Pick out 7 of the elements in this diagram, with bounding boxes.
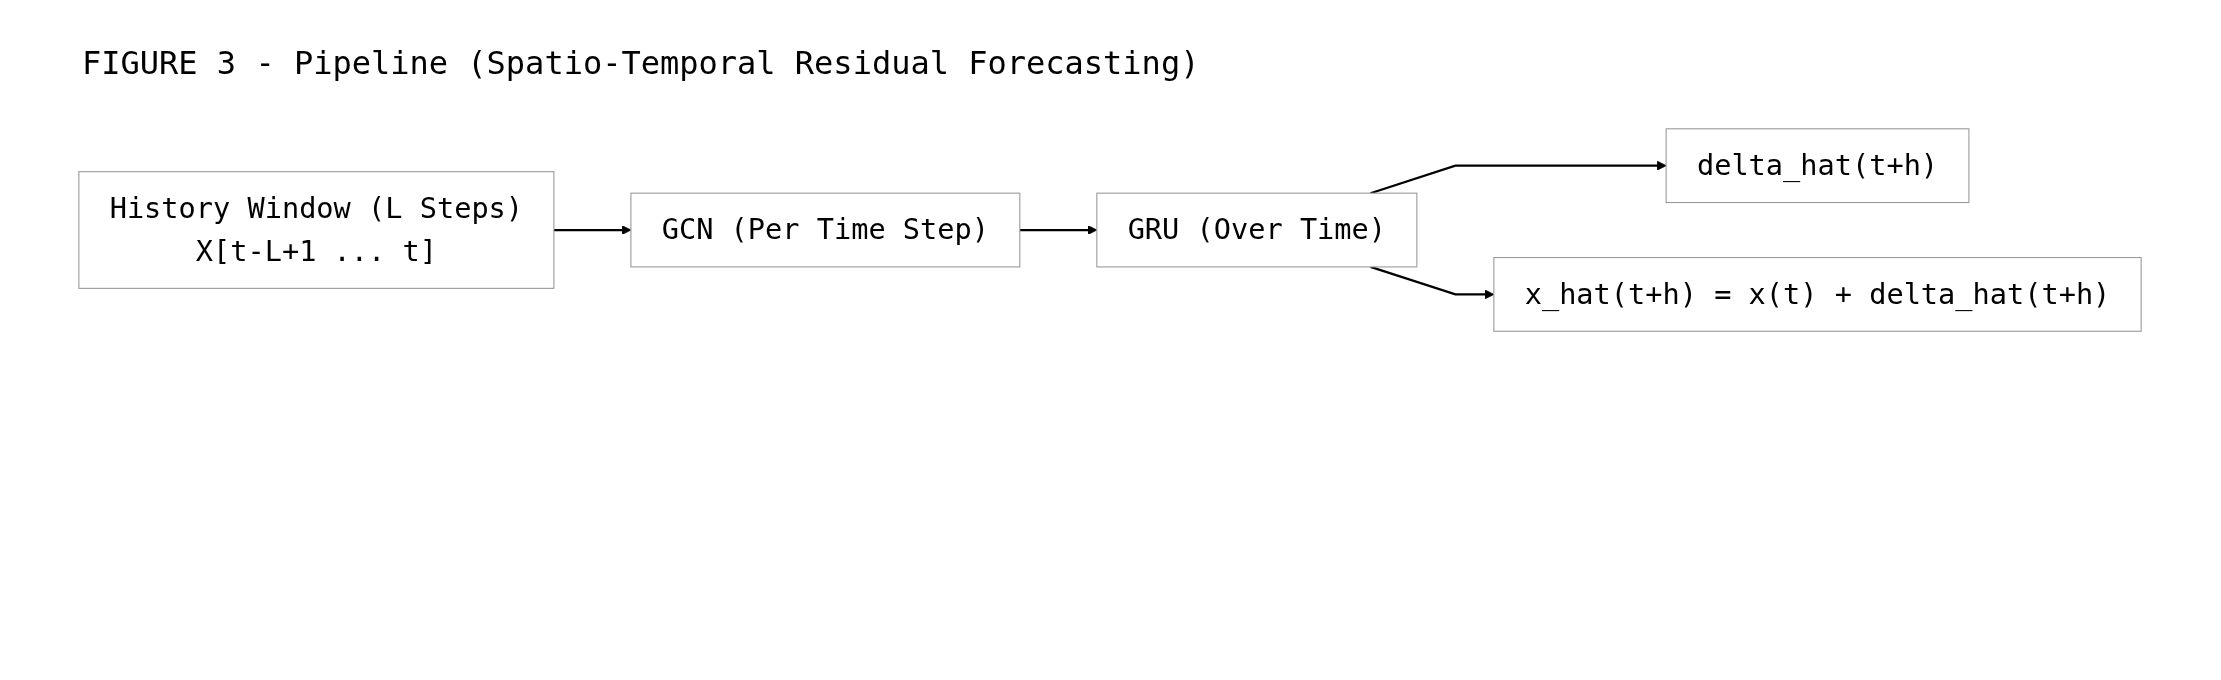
process-box: delta_hat(t+h): [1665, 128, 1970, 204]
figure-title: FIGURE 3 - Pipeline (Spatio-Temporal Residual Forecasting): [82, 44, 1200, 82]
process-box: History Window (L Steps) X[t-L+1 ... t]: [78, 171, 555, 289]
process-box: GRU (Over Time): [1096, 192, 1418, 268]
process-box: GCN (Per Time Step): [630, 192, 1021, 268]
arrow: [1370, 160, 1667, 195]
process-box: x_hat(t+h) = x(t) + delta_hat(t+h): [1493, 257, 2142, 332]
